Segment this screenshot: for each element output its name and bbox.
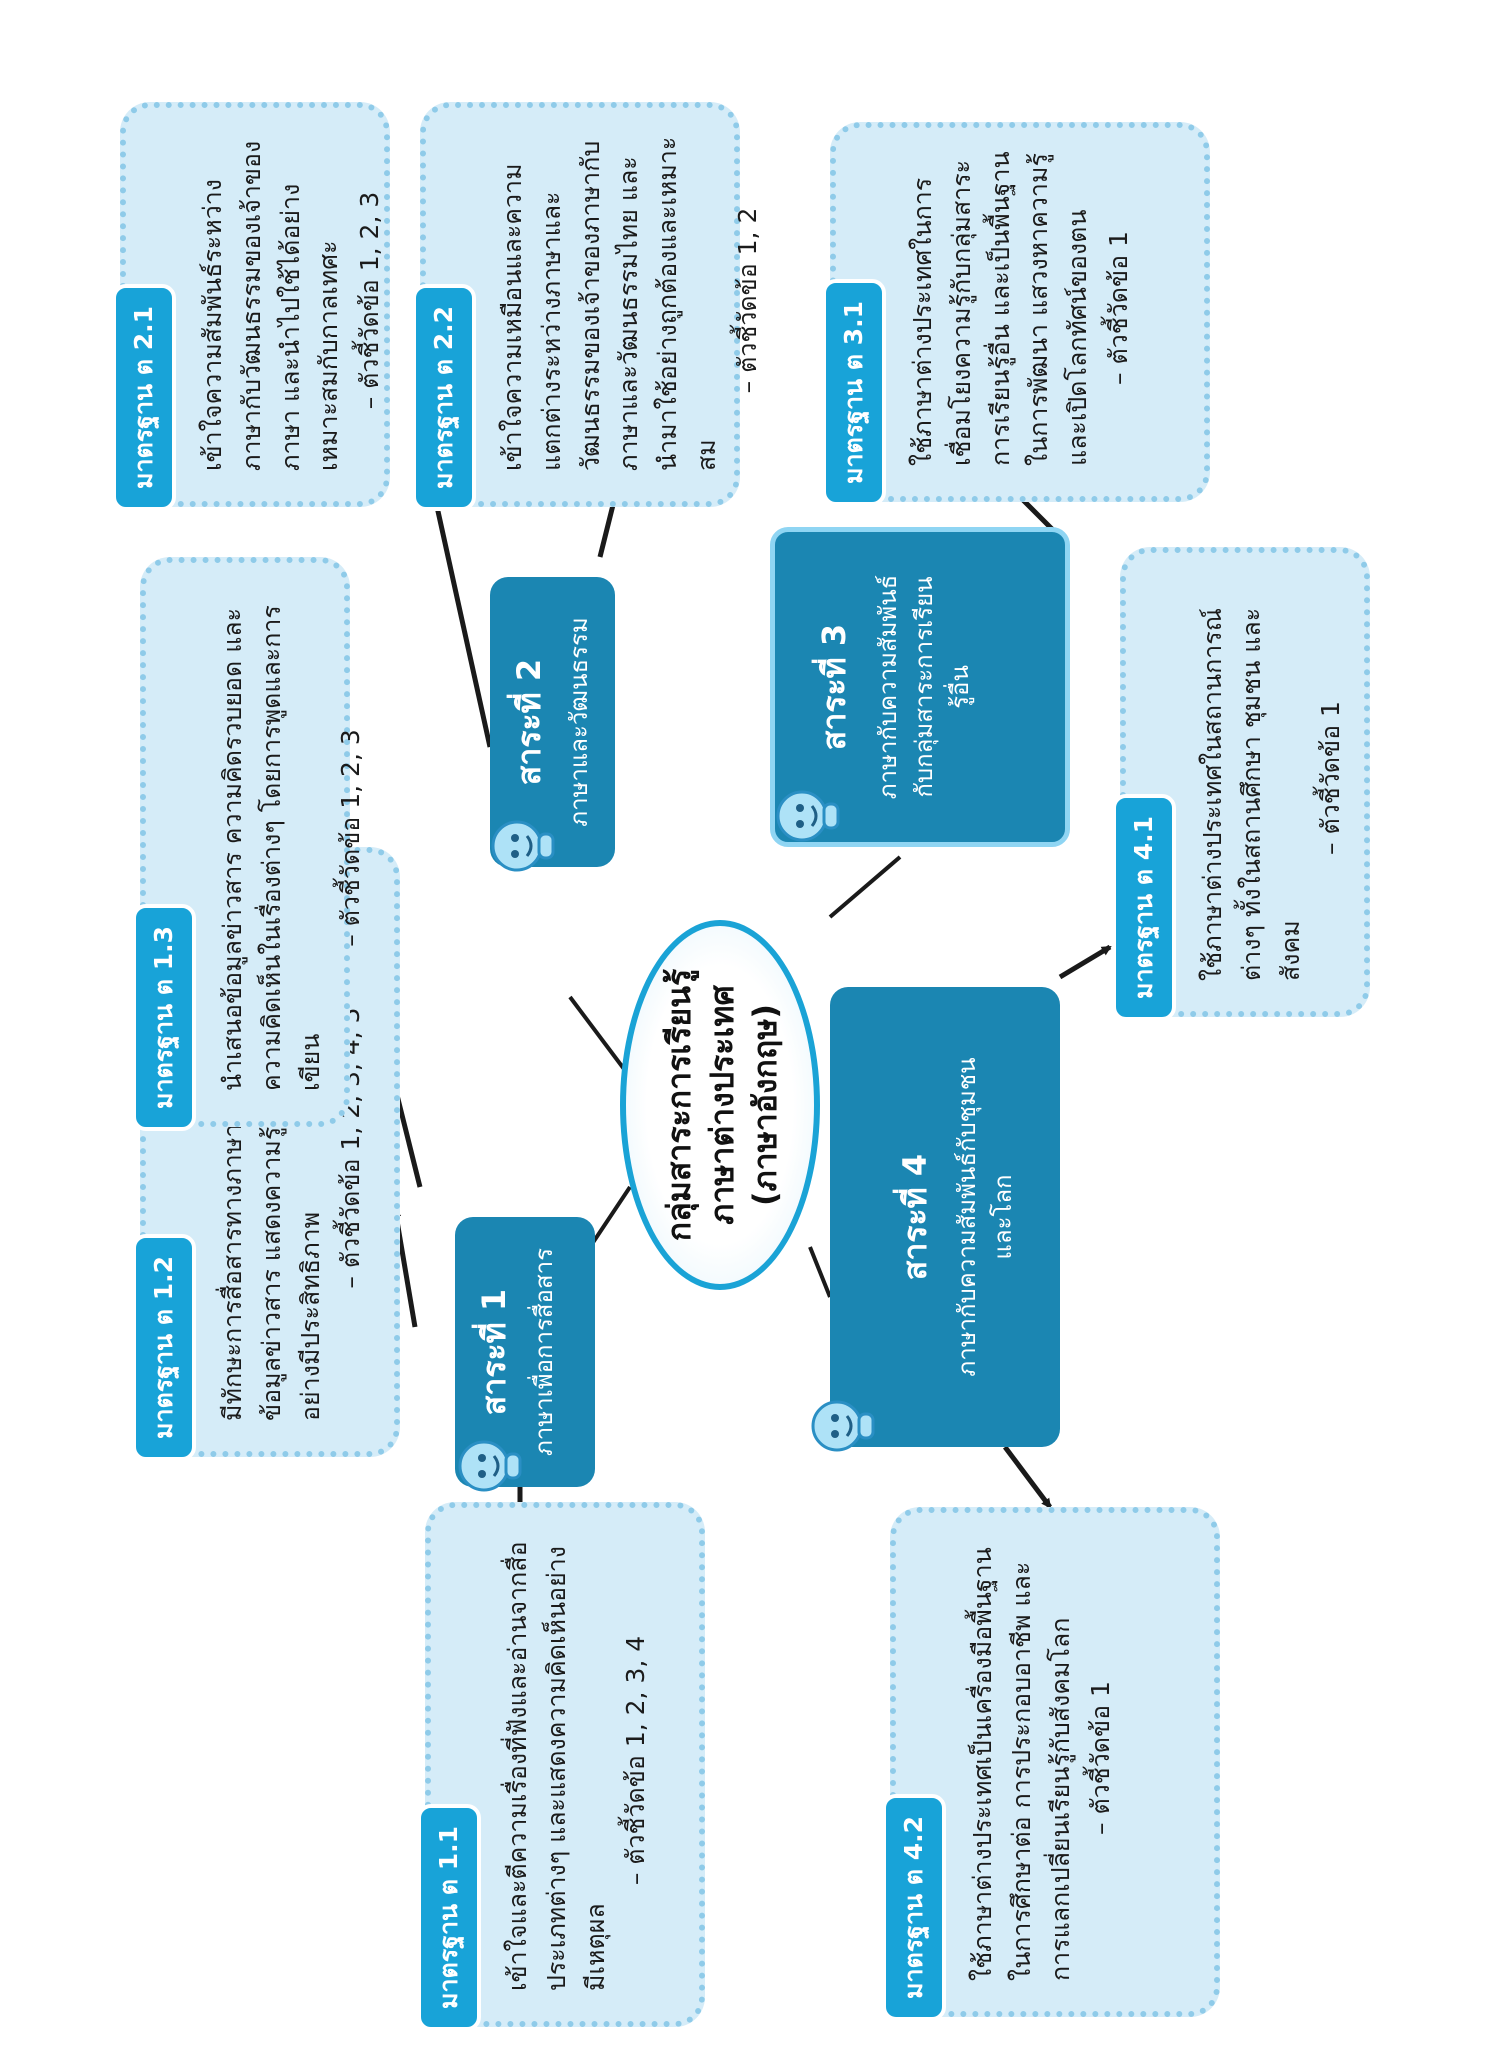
standard-4-1-desc: ใช้ภาษาต่างประเทศในสถานการณ์ต่างๆ ทั้งใน… xyxy=(1194,575,1351,981)
standard-1-3-desc: นำเสนอข้อมูลข่าวสาร ความคิดรวบยอด และควา… xyxy=(214,585,371,1091)
strand-3-subtitle: ภาษากับความสัมพันธ์กับกลุ่มสาระการเรียนร… xyxy=(874,574,974,800)
link-center-s2 xyxy=(568,995,632,1079)
standard-1-3-tag: มาตรฐาน ต 1.3 xyxy=(132,903,196,1131)
standard-2-2: มาตรฐาน ต 2.2 เข้าใจความเหมือนและความแตก… xyxy=(412,102,762,511)
strand-4-subtitle: ภาษากับความสัมพันธ์กับชุมชนและโลก xyxy=(953,1057,1017,1377)
standard-1-1: มาตรฐาน ต 1.1 เข้าใจและตีความเรื่องที่ฟั… xyxy=(417,1502,705,2031)
arrow-s4-std41 xyxy=(1058,944,1112,980)
strand-1-subtitle: ภาษาเพื่อการสื่อสาร xyxy=(530,1248,558,1457)
center-line-3: (ภาษาอังกฤษ) xyxy=(746,1003,785,1207)
strand-4: สาระที่ 4 ภาษากับความสัมพันธ์กับชุมชนและ… xyxy=(830,987,1060,1447)
strand-2-subtitle: ภาษาและวัฒนธรรม xyxy=(565,617,593,827)
standard-3-1-indicators: – ตัวชี้วัดข้อ 1 xyxy=(1103,231,1133,385)
standard-2-1: มาตรฐาน ต 2.1 เข้าใจความสัมพันธ์ระหว่างภ… xyxy=(112,102,390,511)
standard-2-2-desc: เข้าใจความเหมือนและความแตกต่างระหว่างภาษ… xyxy=(494,130,767,471)
standard-4-2-tag: มาตรฐาน ต 4.2 xyxy=(882,1793,946,2021)
standard-3-1-tag: มาตรฐาน ต 3.1 xyxy=(822,278,886,506)
standard-3-1: มาตรฐาน ต 3.1 ใช้ภาษาต่างประเทศในการเชื่… xyxy=(822,122,1210,506)
mascot-icon xyxy=(491,820,555,872)
strand-4-title: สาระที่ 4 xyxy=(896,1153,934,1281)
standard-2-1-desc: เข้าใจความสัมพันธ์ระหว่างภาษากับวัฒนธรรม… xyxy=(194,130,390,471)
standard-1-1-indicators: – ตัวชี้วัดข้อ 1, 2, 3, 4 xyxy=(621,1635,651,1886)
standard-2-2-tag: มาตรฐาน ต 2.2 xyxy=(412,283,476,511)
standard-4-2: มาตรฐาน ต 4.2 ใช้ภาษาต่างประเทศเป็นเครื่… xyxy=(882,1507,1220,2021)
link-center-s4 xyxy=(808,1246,832,1298)
center-line-1: กลุ่มสาระการเรียนรู้ xyxy=(660,968,698,1242)
standard-2-1-tag: มาตรฐาน ต 2.1 xyxy=(112,283,176,511)
standard-1-1-tag: มาตรฐาน ต 1.1 xyxy=(417,1803,481,2031)
mascot-icon xyxy=(458,1440,522,1492)
standard-1-3-indicators: – ตัวชี้วัดข้อ 1, 2, 3 xyxy=(336,729,366,947)
standard-2-2-indicators: – ตัวชี้วัดข้อ 1, 2 xyxy=(732,207,762,394)
standard-1-2-tag: มาตรฐาน ต 1.2 xyxy=(132,1233,196,1461)
standard-4-1: มาตรฐาน ต 4.1 ใช้ภาษาต่างประเทศในสถานการ… xyxy=(1112,547,1370,1021)
center-line-2: ภาษาต่างประเทศ xyxy=(703,985,742,1225)
mascot-icon xyxy=(776,790,840,842)
standard-4-2-indicators: – ตัวชี้วัดข้อ 1 xyxy=(1086,1681,1116,1835)
standard-4-1-tag: มาตรฐาน ต 4.1 xyxy=(1112,793,1176,1021)
standard-1-1-desc: เข้าใจและตีความเรื่องที่ฟังและอ่านจากสื่… xyxy=(499,1530,656,1991)
standard-4-2-desc: ใช้ภาษาต่างประเทศเป็นเครื่องมือพื้นฐานใน… xyxy=(964,1535,1121,1981)
standard-1-3: มาตรฐาน ต 1.3 นำเสนอข้อมูลข่าวสาร ความคิ… xyxy=(132,557,365,1131)
standard-4-1-indicators: – ตัวชี้วัดข้อ 1 xyxy=(1316,701,1346,855)
arrow-s4-std42 xyxy=(1003,1445,1052,1509)
link-center-s3 xyxy=(828,855,902,919)
standard-2-1-indicators: – ตัวชี้วัดข้อ 1, 2, 3 xyxy=(355,191,384,410)
standard-3-1-desc: ใช้ภาษาต่างประเทศในการเชื่อมโยงความรู้กั… xyxy=(904,150,1139,466)
mascot-icon xyxy=(811,1400,875,1452)
center-topic: กลุ่มสาระการเรียนรู้ ภาษาต่างประเทศ (ภาษ… xyxy=(620,920,820,1290)
